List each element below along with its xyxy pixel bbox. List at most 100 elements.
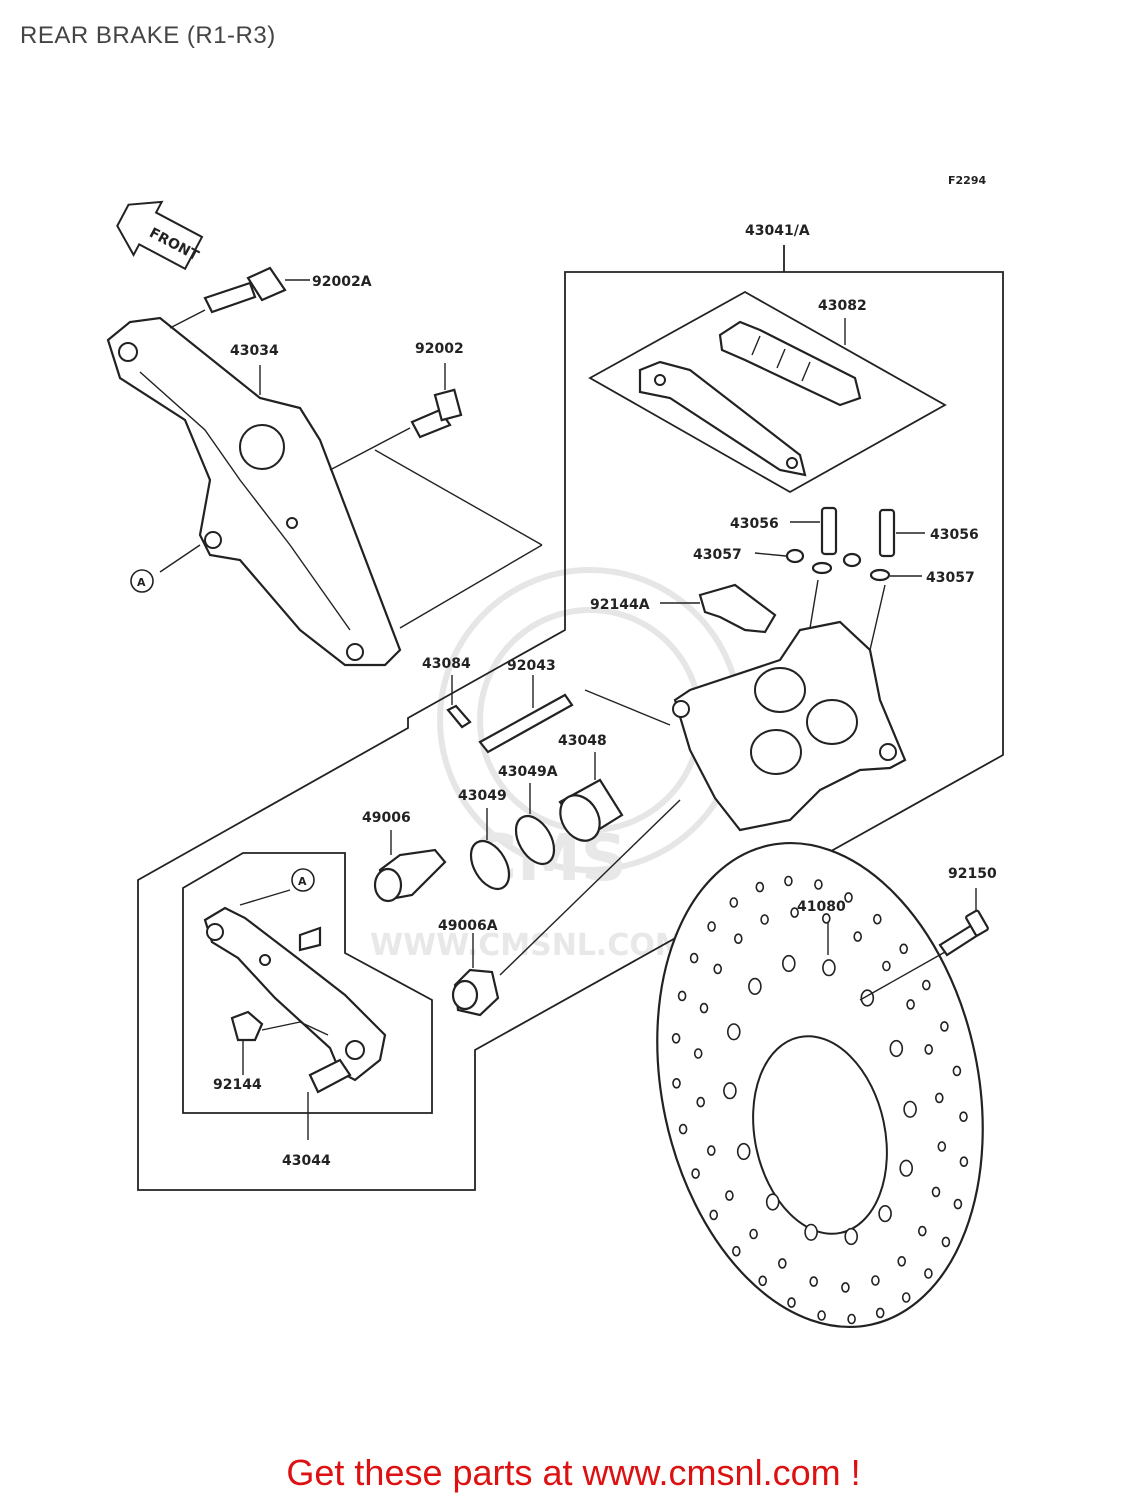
disc-hole (671, 1033, 681, 1044)
disc-hole (878, 1204, 892, 1223)
disc-hole (882, 960, 891, 972)
ref-a-text: A (137, 576, 146, 589)
bracket-frame-43044 (182, 852, 433, 1114)
brake-disc-41080 (656, 842, 984, 1328)
cta-link[interactable]: Get these parts at www.cmsnl.com ! (286, 1452, 861, 1493)
ref-a-text: A (298, 875, 307, 888)
bleeder-valve-left (790, 506, 838, 556)
disc-hole (706, 1145, 716, 1156)
label-43056-left: 43056 (730, 516, 779, 532)
pad-spring-92144 (230, 1010, 329, 1075)
label-92144A: 92144A (590, 597, 650, 613)
disc-bolt-92150 (859, 888, 989, 1001)
disc-hole (934, 1092, 944, 1104)
disc-hole (822, 959, 836, 977)
label-43057-left: 43057 (693, 547, 742, 563)
label-49006: 49006 (362, 810, 411, 826)
disc-hole (959, 1111, 968, 1122)
disc-hole (853, 931, 863, 942)
parts-diagram: CMS WWW.CMSNL.COM FRONT (106, 174, 1004, 1328)
label-43044: 43044 (282, 1153, 331, 1169)
disc-hole (941, 1236, 951, 1248)
label-41080: 41080 (797, 899, 846, 915)
disc-hole (841, 1282, 850, 1293)
pad-spring-92144A (660, 583, 777, 634)
disc-hole (758, 1275, 768, 1287)
disc-hole (777, 1258, 787, 1269)
disc-hole (696, 1096, 706, 1108)
disc-hole (677, 990, 687, 1002)
pad-pin-92043 (478, 675, 671, 754)
disc-hole (899, 943, 909, 955)
disc-hole (713, 963, 723, 975)
disc-hole (844, 1227, 859, 1246)
disc-hole (790, 907, 799, 918)
disc-holes (671, 875, 969, 1325)
label-92002: 92002 (415, 341, 464, 357)
label-92002A: 92002A (312, 274, 372, 290)
page-title: REAR BRAKE (R1-R3) (20, 22, 276, 49)
caliper-bracket-43044 (203, 889, 387, 1140)
disc-hole (952, 1065, 962, 1077)
disc-hole (959, 1156, 969, 1167)
bolt-92002A (203, 266, 310, 314)
disc-hole (672, 1078, 681, 1089)
disc-hole (709, 1209, 719, 1221)
disc-hole (903, 1100, 917, 1118)
piston-43048 (558, 752, 624, 842)
disc-hole (689, 952, 699, 964)
disc-hole (725, 1190, 734, 1201)
bleeder-valve-right (878, 508, 925, 558)
disc-hole (906, 999, 915, 1010)
disc-hole (691, 1168, 700, 1179)
caliper-body (672, 579, 907, 832)
disc-hole (889, 1039, 904, 1058)
label-92144: 92144 (213, 1077, 262, 1093)
disc-hole (726, 1023, 741, 1041)
caliper-bracket-43034 (106, 316, 402, 667)
figure-code: F2294 (948, 174, 986, 187)
pad-frame (588, 290, 947, 494)
label-43082: 43082 (818, 298, 867, 314)
disc-hole (765, 1193, 780, 1211)
disc-hole (897, 1256, 907, 1267)
disc-hole (931, 1186, 941, 1198)
label-43034: 43034 (230, 343, 279, 359)
pin-43084 (446, 675, 472, 729)
disc-hole (953, 1198, 963, 1210)
disc-hole (817, 1310, 826, 1321)
disc-hole (844, 892, 853, 903)
disc-hole (755, 881, 765, 893)
disc-hole (678, 1123, 688, 1135)
disc-hole (872, 913, 882, 925)
disc-hole (699, 1002, 709, 1014)
disc-hole (693, 1048, 703, 1059)
disc-hole (899, 1159, 914, 1177)
disc-hole (781, 954, 796, 973)
disc-hole (760, 914, 769, 925)
disc-hole (736, 1142, 751, 1161)
label-43056-right: 43056 (930, 527, 979, 543)
disc-hole (784, 875, 793, 887)
bolt-92002 (410, 388, 463, 439)
disc-hole (804, 1223, 818, 1241)
disc-hole (787, 1297, 796, 1308)
disc-hole (924, 1044, 934, 1055)
assembly-frame-43041A (137, 245, 1004, 1191)
label-43041A: 43041/A (745, 223, 810, 239)
bleeder-cap-right (842, 552, 922, 582)
disc-hole (924, 1268, 933, 1279)
seal-43049 (469, 808, 511, 890)
ref-marker-a-lower: A (291, 868, 315, 892)
disc-hole (917, 1225, 927, 1237)
bleeder-cap-left (754, 548, 833, 575)
disc-hole (901, 1292, 911, 1303)
label-43049A: 43049A (498, 764, 558, 780)
label-92043: 92043 (507, 658, 556, 674)
disc-hole (748, 977, 762, 996)
part-labels: F2294 92002A 43034 92002 43041/A 43082 4… (213, 174, 997, 1169)
disc-hole (847, 1313, 856, 1325)
disc-hole (809, 1276, 819, 1287)
disc-hole (875, 1307, 885, 1319)
label-43049: 43049 (458, 788, 507, 804)
